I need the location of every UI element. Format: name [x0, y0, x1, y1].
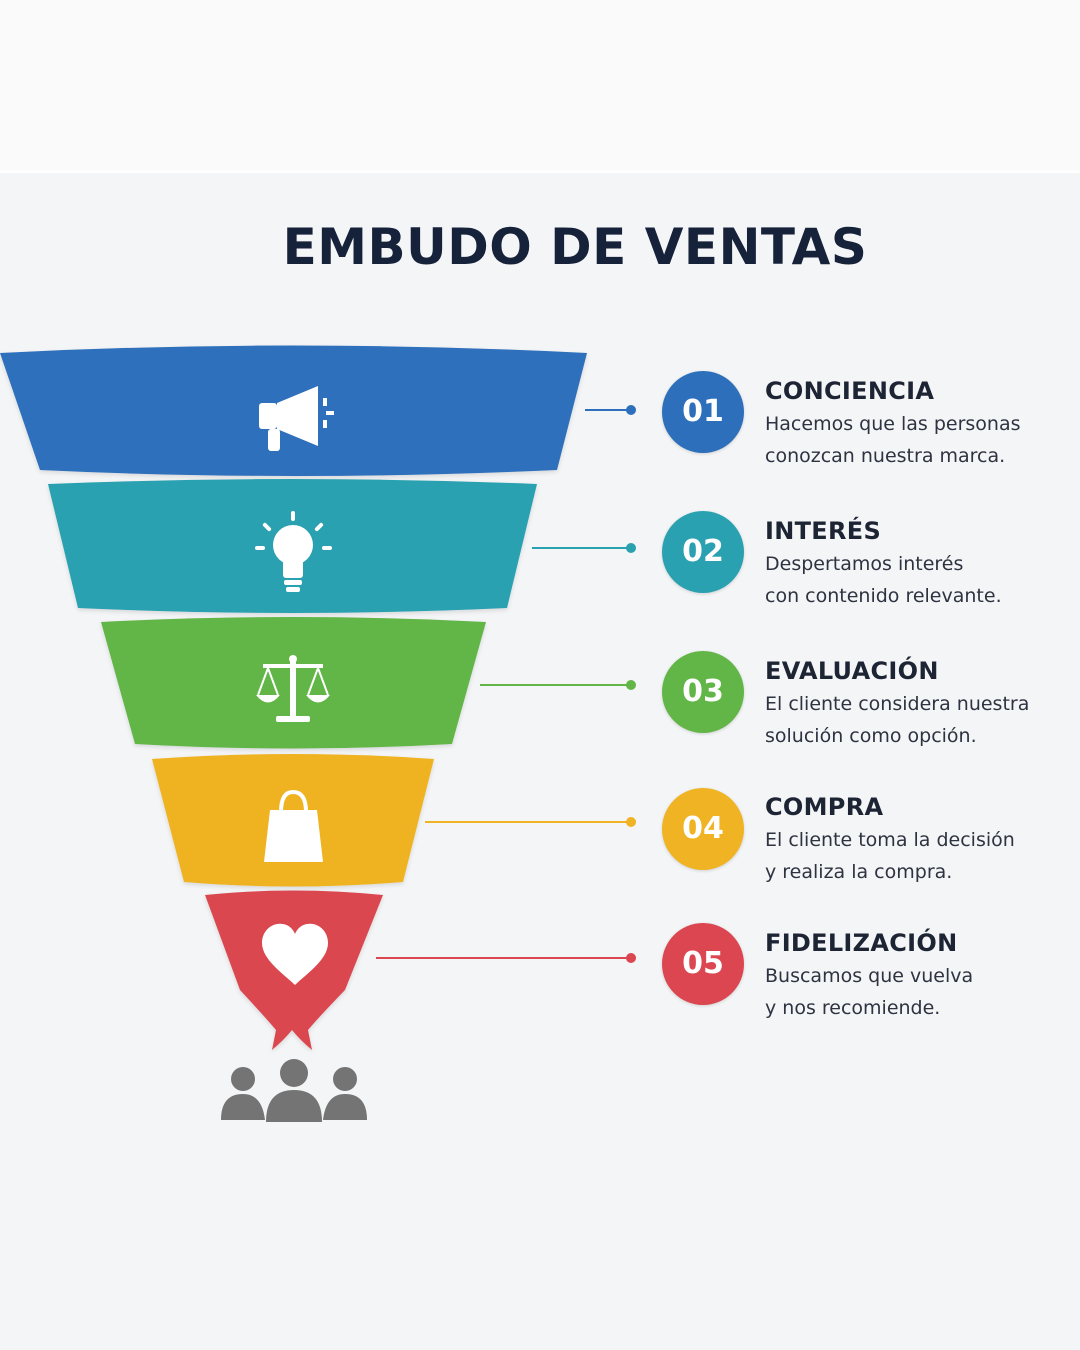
stage-4-desc-line-1: El cliente toma la decisión — [765, 829, 1015, 851]
stage-1-badge: 01 — [662, 371, 744, 453]
connector-2 — [532, 543, 636, 553]
connector-4 — [425, 817, 636, 827]
connector-5 — [376, 953, 636, 963]
stage-5-text: FIDELIZACIÓN Buscamos que vuelva y nos r… — [765, 928, 1075, 1024]
stage-2-badge: 02 — [662, 511, 744, 593]
stage-1-desc-line-1: Hacemos que las personas — [765, 413, 1021, 435]
stage-2-text: INTERÉS Despertamos interés con contenid… — [765, 516, 1075, 612]
stage-5-desc-line-1: Buscamos que vuelva — [765, 965, 974, 987]
megaphone-icon — [259, 386, 334, 451]
stage-3-title: EVALUACIÓN — [765, 657, 939, 685]
stage-1-desc-line-2: conozcan nuestra marca. — [765, 445, 1006, 467]
stage-1-description: Hacemos que las personas conozcan nuestr… — [765, 408, 1075, 472]
people-group-icon — [221, 1059, 367, 1122]
shopping-bag-icon — [264, 789, 323, 862]
stage-2-title: INTERÉS — [765, 517, 882, 545]
connector-1 — [585, 405, 636, 415]
connector-3 — [480, 680, 636, 690]
lightbulb-icon — [255, 511, 332, 592]
stage-3-badge: 03 — [662, 651, 744, 733]
stage-4-text: COMPRA El cliente toma la decisión y rea… — [765, 792, 1075, 888]
stage-3-desc-line-1: El cliente considera nuestra — [765, 693, 1030, 715]
stage-5-description: Buscamos que vuelva y nos recomiende. — [765, 960, 1075, 1024]
stage-2-desc-line-2: con contenido relevante. — [765, 585, 1002, 607]
stage-1-title: CONCIENCIA — [765, 377, 935, 405]
page-title: EMBUDO DE VENTAS — [282, 218, 868, 276]
heart-icon — [262, 923, 328, 985]
stage-3-desc-line-2: solución como opción. — [765, 725, 977, 747]
stage-3-description: El cliente considera nuestra solución co… — [765, 688, 1075, 752]
stage-4-description: El cliente toma la decisión y realiza la… — [765, 824, 1075, 888]
scale-icon — [256, 655, 330, 722]
stage-2-description: Despertamos interés con contenido releva… — [765, 548, 1075, 612]
top-band — [0, 0, 1080, 170]
stage-2-desc-line-1: Despertamos interés — [765, 553, 964, 575]
stage-5-desc-line-2: y nos recomiende. — [765, 997, 941, 1019]
stage-4-desc-line-2: y realiza la compra. — [765, 861, 953, 883]
stage-5-title: FIDELIZACIÓN — [765, 929, 958, 957]
stage-1-text: CONCIENCIA Hacemos que las personas cono… — [765, 376, 1075, 472]
stage-4-badge: 04 — [662, 788, 744, 870]
band-divider — [0, 170, 1080, 173]
stage-4-title: COMPRA — [765, 793, 884, 821]
stage-5-badge: 05 — [662, 923, 744, 1005]
stage-3-text: EVALUACIÓN El cliente considera nuestra … — [765, 656, 1075, 752]
